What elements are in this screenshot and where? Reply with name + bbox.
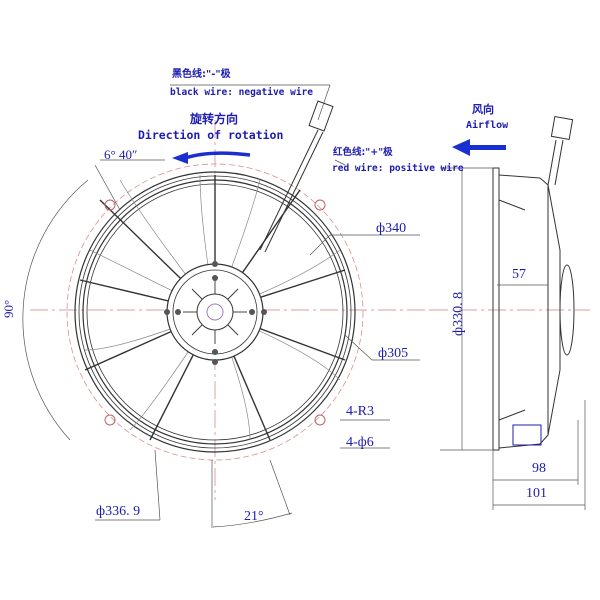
red-wire-cn-label: 红色线:"+"极 [333, 147, 393, 158]
depth-101-label: 101 [526, 486, 547, 501]
black-wire-cn-label: 黑色线:"-"极 [172, 69, 231, 80]
dia-336-9-label: ф336. 9 [96, 504, 141, 519]
dia-340-label: ф340 [376, 221, 407, 236]
front-view [30, 100, 430, 500]
dia-305-label: ф305 [378, 346, 409, 361]
black-wire-en-label: black wire: negative wire [170, 87, 313, 98]
airflow-en-label: Airflow [466, 120, 509, 131]
red-wire-en-label: red wire: positive wire [332, 163, 464, 174]
rotation-en-label: Direction of rotation [138, 128, 284, 142]
r3-label: 4-R3 [346, 404, 374, 419]
angle-21-label: 21° [244, 509, 264, 524]
airflow-cn-label: 风向 [472, 103, 494, 116]
depth-57-label: 57 [512, 267, 526, 282]
angle-6-40-label: 6° 40″ [104, 147, 138, 162]
side-view [430, 116, 590, 451]
side-dia-label: ф330. 8 [451, 291, 466, 336]
angle-90-label: 90° [1, 299, 16, 318]
rotation-cn-label: 旋转方向 [190, 112, 239, 126]
hole-6-label: 4-ф6 [346, 435, 374, 450]
depth-98-label: 98 [532, 461, 546, 476]
